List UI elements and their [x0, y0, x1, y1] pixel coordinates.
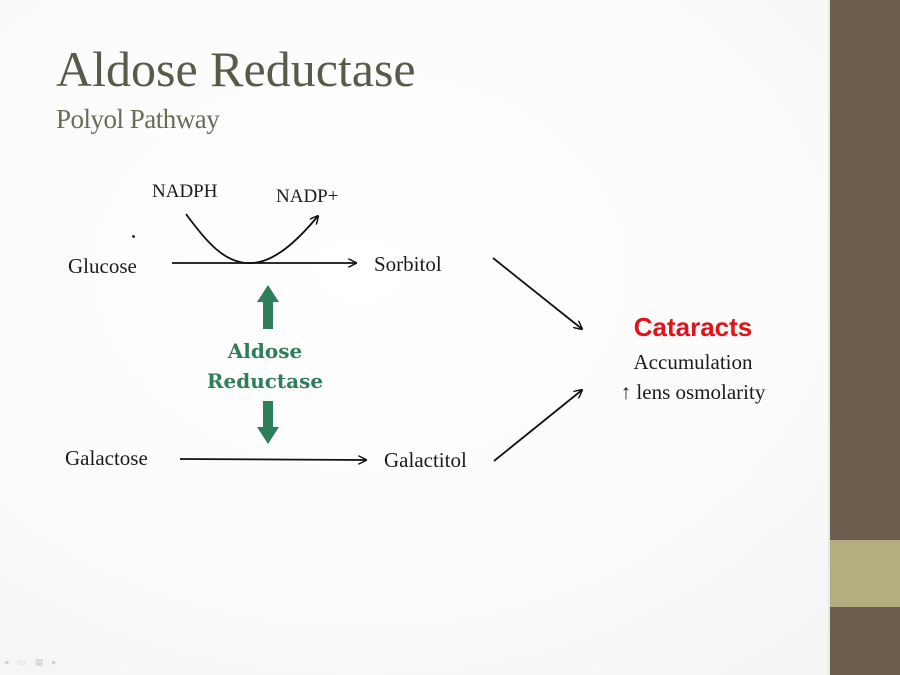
- slide-title: Aldose Reductase: [56, 41, 416, 97]
- sorbitol-label: Sorbitol: [374, 252, 442, 276]
- galactose-label: Galactose: [65, 446, 148, 470]
- stray-dot: [132, 235, 135, 238]
- glucose-label: Glucose: [68, 254, 137, 278]
- galactose-to-galactitol-arrow: [179, 459, 366, 460]
- lens-osmolarity-label: ↑ lens osmolarity: [620, 380, 766, 404]
- enzyme-up-arrow: [257, 285, 279, 329]
- sorbitol-to-cataracts-arrow: [492, 257, 582, 329]
- enzyme-label-line-1: Aldose: [227, 339, 303, 363]
- cataracts-label: Cataracts: [633, 312, 753, 342]
- galactitol-to-cataracts-arrow: [493, 390, 582, 462]
- nadp-plus-label: NADP+: [276, 186, 339, 207]
- enzyme-label: Aldose Reductase: [195, 336, 335, 396]
- sidebar-accent-block: [830, 540, 900, 607]
- nadph-label: NADPH: [152, 181, 218, 202]
- slide-player-controls[interactable]: ◂ ▭ ▦ ▸: [4, 658, 60, 668]
- enzyme-label-line-2: Reductase: [206, 369, 324, 393]
- slide-subtitle: Polyol Pathway: [56, 104, 220, 134]
- sidebar-edge: [828, 0, 830, 675]
- accumulation-label: Accumulation: [633, 350, 753, 374]
- enzyme-down-arrow: [257, 401, 279, 444]
- galactitol-label: Galactitol: [384, 448, 467, 472]
- cofactor-curve-arrow: [185, 213, 318, 264]
